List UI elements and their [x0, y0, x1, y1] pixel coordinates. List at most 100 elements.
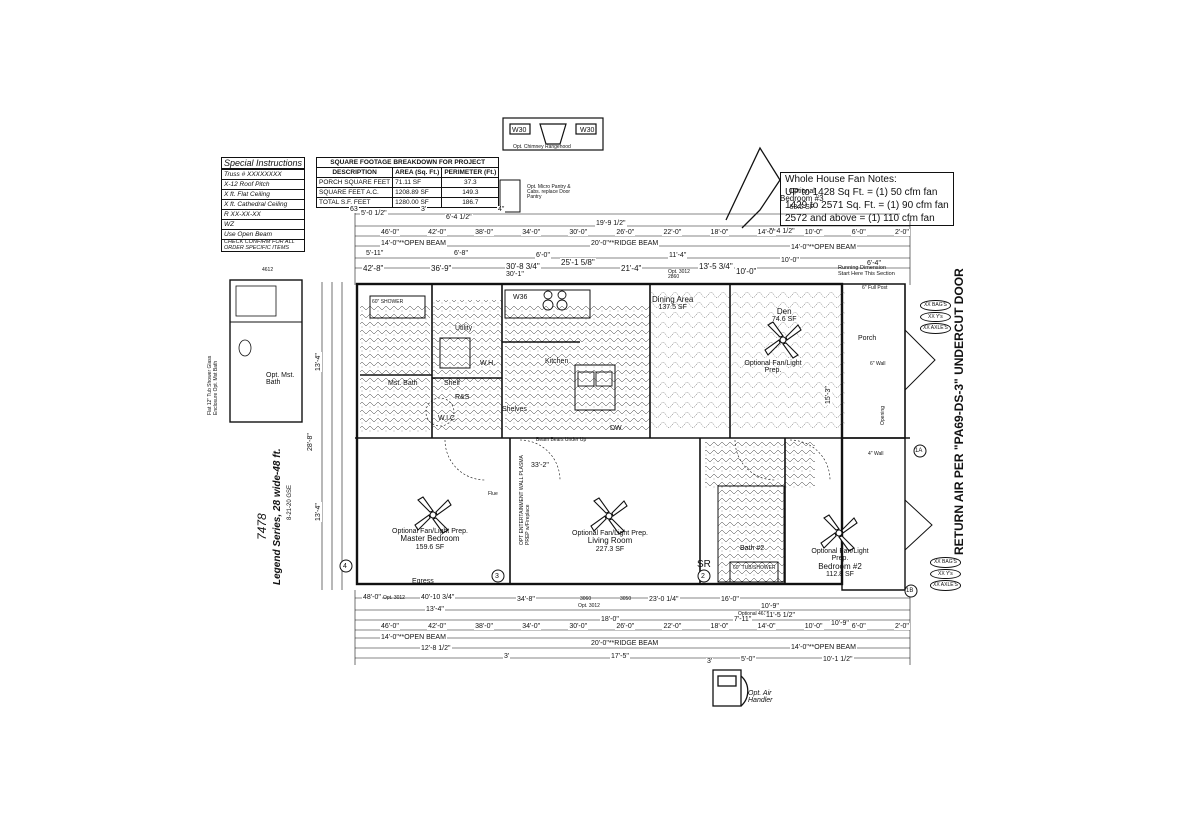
dim: 21'-4"	[620, 264, 643, 273]
chimney-label: Opt. Chimney Rangehood	[513, 144, 571, 150]
dim-top: 63	[349, 206, 359, 213]
room-area: 159.6 SF	[415, 543, 445, 551]
air-handler-label: Opt. Air Handler	[748, 690, 773, 704]
ys-label: XX Y's	[930, 568, 961, 579]
dim: 14'-0"	[756, 623, 777, 630]
sqft-cell: PORCH SQUARE FEET	[315, 177, 394, 188]
bags-label: XX BAG'S	[930, 557, 961, 568]
dim: 25'-1 5/8"	[560, 258, 596, 267]
room-name: Dining Area	[652, 295, 694, 304]
dim: 6'-4"	[866, 260, 882, 267]
room-area: 137.5 SF	[658, 304, 687, 312]
sqft-cell: 149.3	[441, 187, 500, 198]
tub-label: 60" TUB/SHOWER	[733, 565, 776, 571]
dim: 30'-8 3/4"	[505, 262, 541, 271]
dim: 3'	[503, 653, 511, 660]
ys-label: XX Y's	[920, 311, 951, 322]
drawing-date: 8-21-20 GSE	[287, 484, 293, 520]
flat-tub-note: Flat 12" Tub Shower Glass Enclosure Opt.…	[207, 355, 219, 415]
table-row: TOTAL S.F. FEET 1280.00 SF 186.7	[315, 197, 500, 208]
room-dining: Dining Area 137.5 SF	[652, 295, 694, 312]
dim: 42'-0"	[427, 623, 447, 630]
den-fan-prep: Optional Fan/Light Prep.	[744, 360, 802, 375]
room-mst-bath: Mst. Bath	[388, 380, 418, 387]
fan-notes-box: Whole House Fan Notes: UP to 1428 Sq Ft.…	[780, 172, 954, 226]
si-row: WZ	[221, 219, 305, 230]
window-label: Opt. 3012	[578, 603, 600, 609]
dim: 36'-9"	[430, 264, 453, 273]
marker-2: 2	[701, 573, 705, 580]
si-row: Use Open Beam	[221, 229, 305, 240]
dim: 10'-0"	[803, 623, 824, 630]
dim: 11'-4"	[668, 252, 688, 259]
dim: 7'-11"	[733, 616, 753, 623]
room-name: Den	[776, 307, 792, 316]
sqft-cell: 186.7	[441, 197, 500, 208]
room-name: Living Room	[587, 536, 633, 546]
dim: 10'-0"	[735, 267, 758, 276]
dim: 38'-0"	[474, 623, 494, 630]
dim-top: 19'-9 1/2"	[595, 220, 627, 227]
sqft-cell: 1208.89 SF	[392, 187, 443, 198]
dim: 22'-0"	[662, 229, 683, 236]
transport-marks-top: XX BAG'S XX Y's XX AXLE'S	[920, 300, 951, 334]
room-bath-2: Bath #2	[740, 545, 765, 552]
axle-label: XX AXLE'S	[930, 580, 961, 591]
dim: 5'-0"	[740, 656, 756, 663]
dim: 23'-0 1/4"	[648, 596, 680, 603]
dim: 30'-0"	[568, 229, 589, 236]
dim: 22'-0"	[662, 623, 683, 630]
si-row: X ft. Cathedral Ceiling	[221, 199, 305, 210]
marker-1a: 1A	[915, 448, 923, 454]
special-instructions-table: Truss # XXXXXXXX X-12 Roof Pitch X ft. F…	[221, 169, 305, 252]
model-number: 7478	[255, 513, 269, 540]
bags-label: XX BAG'S	[920, 300, 951, 311]
series-title: Legend Series, 28 wide-48 ft.	[272, 448, 283, 585]
sqft-header: AREA (Sq. Ft.)	[392, 167, 443, 178]
fan-note-line: UP to 1428 Sq Ft. = (1) 50 cfm fan	[785, 187, 938, 198]
dim: 10'-9"	[830, 620, 850, 627]
window-label: Optional 4612	[738, 611, 770, 617]
fan-notes-title: Whole House Fan Notes:	[785, 174, 897, 185]
room-bedroom-2: Optional Fan/Light Prep. Bedroom #2 112.…	[805, 548, 875, 578]
wall-note: 6" Wall	[870, 361, 886, 367]
dim-top: 3'	[420, 206, 428, 213]
micro-pantry-label: Opt. Micro Pantry & Cabs. replace Door P…	[527, 184, 571, 200]
room-living: Optional Fan/Light Prep. Living Room 227…	[570, 530, 650, 553]
transport-marks-bottom: XX BAG'S XX Y's XX AXLE'S	[930, 557, 961, 591]
si-row: X-12 Roof Pitch	[221, 179, 305, 190]
open-beam-label: 14'-0"**OPEN BEAM	[380, 240, 447, 247]
dim: 17'-5"	[610, 653, 630, 660]
dim: 5'-11"	[365, 250, 385, 257]
dim: 46'-0"	[380, 229, 400, 236]
opening-label: Opening	[880, 406, 886, 425]
dim: 10'-1 1/2"	[822, 656, 854, 663]
dim: 34'-0"	[521, 229, 542, 236]
sr-label: SR	[697, 559, 711, 570]
window-label: 3060	[580, 596, 592, 602]
marker-1b: 1B	[906, 588, 914, 594]
open-beam-label: 14'-0"**OPEN BEAM	[790, 244, 857, 251]
dim-row-top-2: 46'-0" 42'-0" 38'-0" 34'-0" 30'-0" 26'-0…	[380, 229, 910, 236]
sqft-cell: 37.3	[441, 177, 500, 188]
shelf-label: Shelf	[444, 380, 460, 387]
sqft-header: PERIMETER (Ft.)	[441, 167, 500, 178]
room-name: Bedroom #2	[818, 561, 862, 571]
dim: 26'-0"	[615, 229, 636, 236]
room-porch: Porch	[858, 335, 877, 342]
square-footage-table: SQUARE FOOTAGE BREAKDOWN FOR PROJECT DES…	[315, 157, 500, 208]
dim: 26'-0"	[615, 623, 636, 630]
dim-side: 13'-4"	[315, 352, 322, 372]
room-name: Bedroom #3	[780, 194, 824, 204]
sqft-title: SQUARE FOOTAGE BREAKDOWN FOR PROJECT	[315, 157, 500, 168]
dim: 38'-0"	[474, 229, 494, 236]
dim: 14'-0"	[756, 229, 777, 236]
ridge-beam-label: 20'-0"**RIDGE BEAM	[590, 240, 660, 247]
window-label: Opt. 3012	[383, 595, 405, 601]
room-wic: W.I.C.	[438, 415, 458, 422]
dim-side: 13'-4"	[315, 502, 322, 522]
si-row: Truss # XXXXXXXX	[221, 169, 305, 180]
return-air-note: RETURN AIR PER "PA69-DS-3" UNDERCUT DOOR	[952, 268, 966, 555]
room-prep: Optional Fan/Light Prep.	[392, 528, 468, 535]
